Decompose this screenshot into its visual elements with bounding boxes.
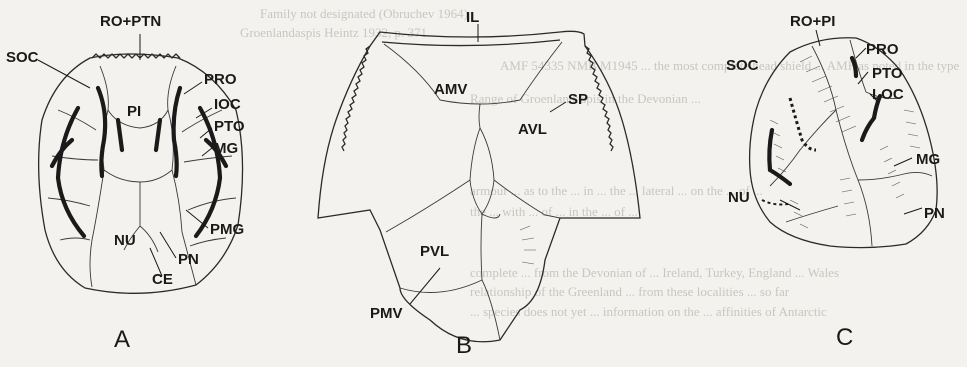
panel-b-outline xyxy=(318,31,640,341)
panel-b-label-il: IL xyxy=(466,10,479,25)
panel-c-lateral-shield xyxy=(750,30,938,248)
panel-c-label-ro-pi: RO+PI xyxy=(790,14,835,29)
panel-a-label-pto: PTO xyxy=(214,119,245,134)
panel-b-leaders xyxy=(410,24,566,304)
panel-c-label-nu: NU xyxy=(728,190,750,205)
panel-b-label-pvl: PVL xyxy=(420,244,449,259)
panel-c-dashed-canal xyxy=(790,98,816,150)
panel-a-infraorbital-canal-left xyxy=(58,108,84,236)
panel-c-outline xyxy=(750,38,938,248)
panel-c-canal-pro xyxy=(852,58,856,76)
panel-c-label-pn: PN xyxy=(924,206,945,221)
panel-a-label-pi: PI xyxy=(127,104,141,119)
panel-a-label-pro: PRO xyxy=(204,72,237,87)
panel-c-letter: C xyxy=(836,326,853,350)
panel-a-supraorbital-canal-right xyxy=(174,88,180,176)
panel-b-ornament xyxy=(520,226,536,264)
panel-a-sutures xyxy=(48,66,236,287)
panel-a-central-canal-left xyxy=(118,120,122,150)
panel-c-canal-main xyxy=(769,130,790,184)
panel-c-label-pro: PRO xyxy=(866,42,899,57)
panel-a-outline xyxy=(39,54,243,293)
panel-a-label-pn: PN xyxy=(178,252,199,267)
panel-b-label-avl: AVL xyxy=(518,122,547,137)
panel-a-label-ce: CE xyxy=(152,272,173,287)
panel-a-central-canal-right xyxy=(156,120,160,150)
panel-a-label-mg: MG xyxy=(214,141,238,156)
panel-b-interolateral-strip xyxy=(382,40,560,46)
panel-a-label-ioc: IOC xyxy=(214,97,241,112)
panel-c-label-soc: SOC xyxy=(726,58,759,73)
panel-a-supraorbital-canal-left xyxy=(98,88,105,176)
panel-b-label-pmv: PMV xyxy=(370,306,403,321)
panel-b-label-amv: AMV xyxy=(434,82,467,97)
panel-c-label-pto: PTO xyxy=(872,66,903,81)
panel-a-label-ro-ptn: RO+PTN xyxy=(100,14,161,29)
panel-a-rostral-serration xyxy=(92,54,180,58)
panel-b-left-serration xyxy=(342,46,370,151)
panel-b-ventral-armour xyxy=(318,24,640,342)
panel-b-letter: B xyxy=(456,334,472,358)
panel-c-label-loc: LOC xyxy=(872,87,904,102)
panel-a-label-pmg: PMG xyxy=(210,222,244,237)
panel-a-label-nu: NU xyxy=(114,233,136,248)
panel-a-letter: A xyxy=(114,328,130,352)
panel-c-label-mg: MG xyxy=(916,152,940,167)
panel-b-right-serration xyxy=(585,46,613,151)
panel-a-label-soc: SOC xyxy=(6,50,39,65)
panel-b-label-sp: SP xyxy=(568,92,588,107)
